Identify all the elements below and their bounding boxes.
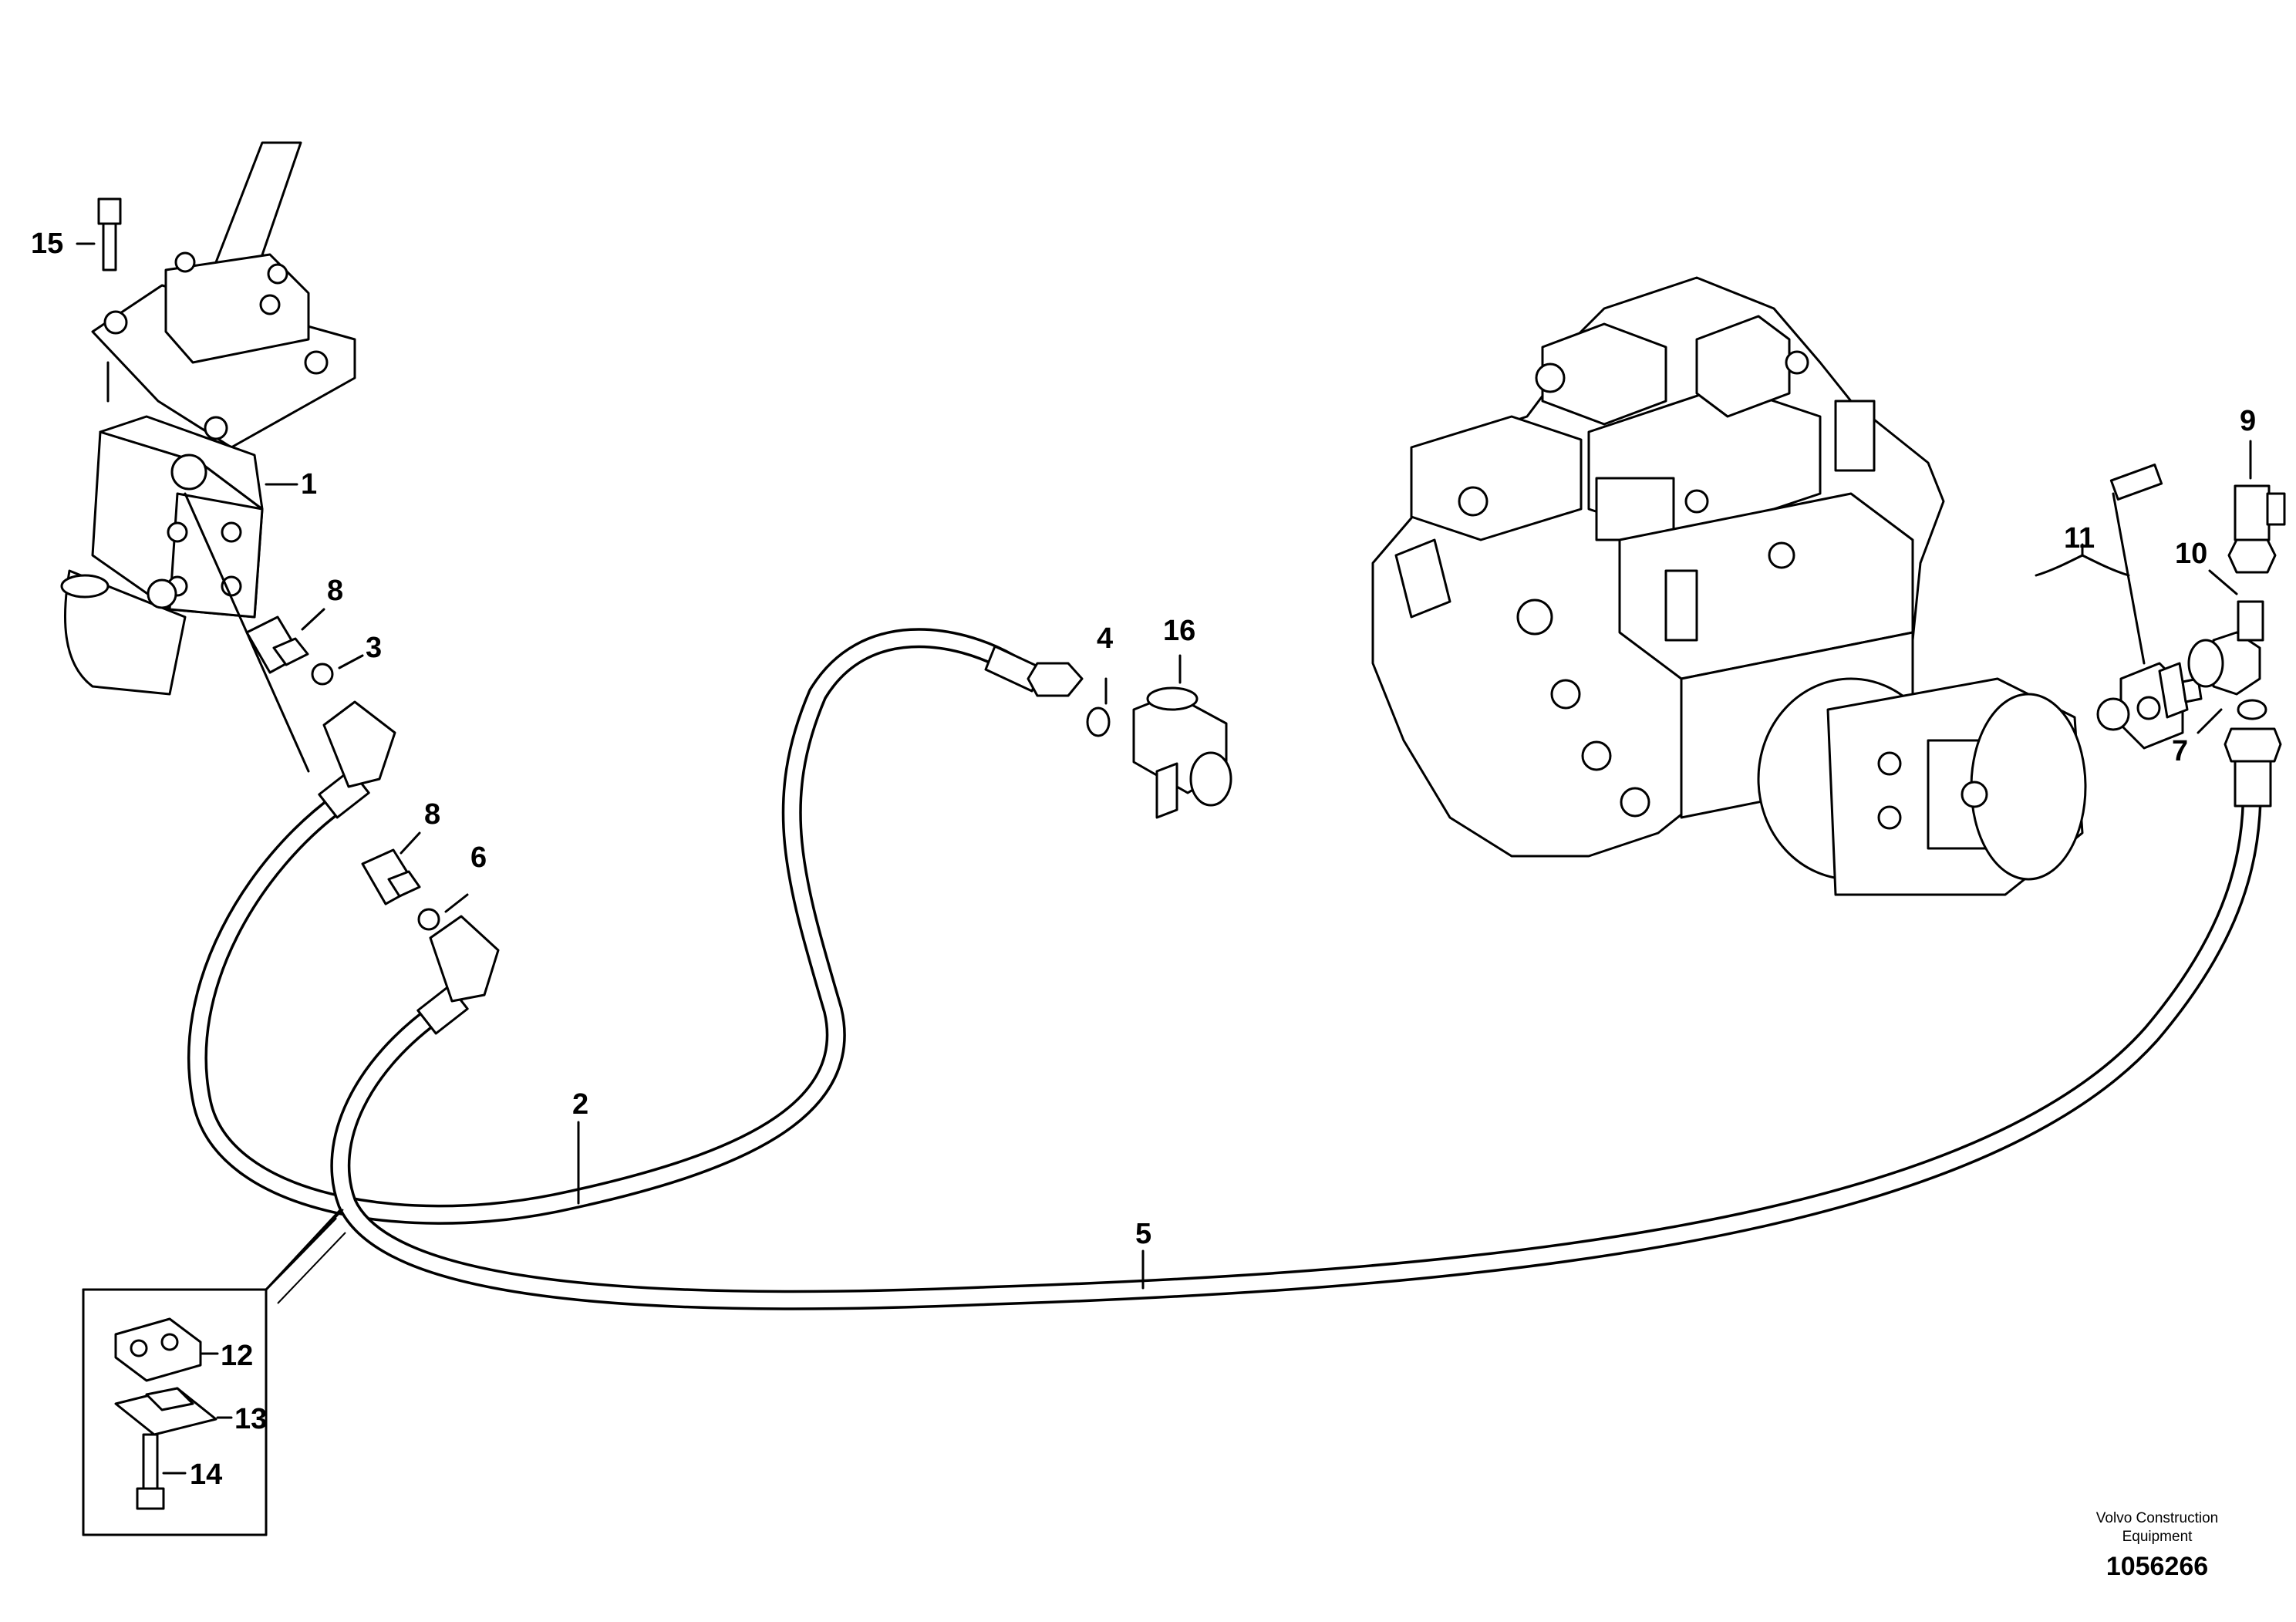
clamp-12 <box>114 1317 219 1382</box>
nipple-8-lower <box>361 831 421 905</box>
callout-6: 6 <box>470 841 487 874</box>
leader-lines <box>577 1121 1145 1290</box>
callout-10: 10 <box>2175 538 2207 570</box>
steering-column <box>91 141 356 449</box>
callout-1: 1 <box>301 468 317 501</box>
clamp-inset <box>82 1209 346 1536</box>
callout-11: 11 <box>2064 522 2095 555</box>
callout-8-lower: 8 <box>424 798 440 831</box>
brand-line-2: Equipment <box>2122 1529 2193 1545</box>
callout-5: 5 <box>1135 1218 1151 1250</box>
callout-3: 3 <box>366 632 382 664</box>
sensor-9 <box>2227 440 2286 574</box>
flange-11 <box>2035 464 2203 750</box>
drawing-footer: Volvo Construction Equipment 1056266 <box>2096 1510 2218 1581</box>
callout-4: 4 <box>1097 622 1113 655</box>
elbow-10 <box>2187 569 2264 696</box>
hose-2 <box>187 628 1020 1225</box>
bolt-15 <box>76 197 122 271</box>
hose-2-end-fitting <box>318 645 1084 819</box>
callout-labels: 1 2 3 4 5 6 7 8 8 9 10 11 12 13 14 15 16 <box>31 228 2256 1491</box>
o-ring-3 <box>311 654 364 686</box>
callout-8-upper: 8 <box>327 575 343 607</box>
brand-line-1: Volvo Construction <box>2096 1510 2218 1526</box>
o-ring-7 <box>2197 699 2267 734</box>
hose-5-end-fitting <box>416 727 2282 1035</box>
steering-valve-1 <box>60 415 298 696</box>
callout-16: 16 <box>1163 615 1195 647</box>
drawing-number: 1056266 <box>2106 1552 2208 1581</box>
bolt-14 <box>136 1433 187 1510</box>
o-ring-4 <box>1086 677 1111 737</box>
callout-14: 14 <box>190 1458 222 1491</box>
tee-16 <box>1132 654 1232 819</box>
callout-7: 7 <box>2172 735 2188 767</box>
callout-12: 12 <box>221 1340 253 1372</box>
callout-15: 15 <box>31 228 63 260</box>
callout-9: 9 <box>2240 405 2256 437</box>
nipple-8-upper <box>245 608 325 674</box>
callout-2: 2 <box>572 1088 588 1121</box>
hose-5 <box>330 777 2262 1310</box>
hydraulic-pump-assembly <box>1371 276 2087 896</box>
plate-13 <box>114 1387 233 1436</box>
o-ring-6 <box>417 893 469 931</box>
callout-13: 13 <box>234 1403 267 1435</box>
